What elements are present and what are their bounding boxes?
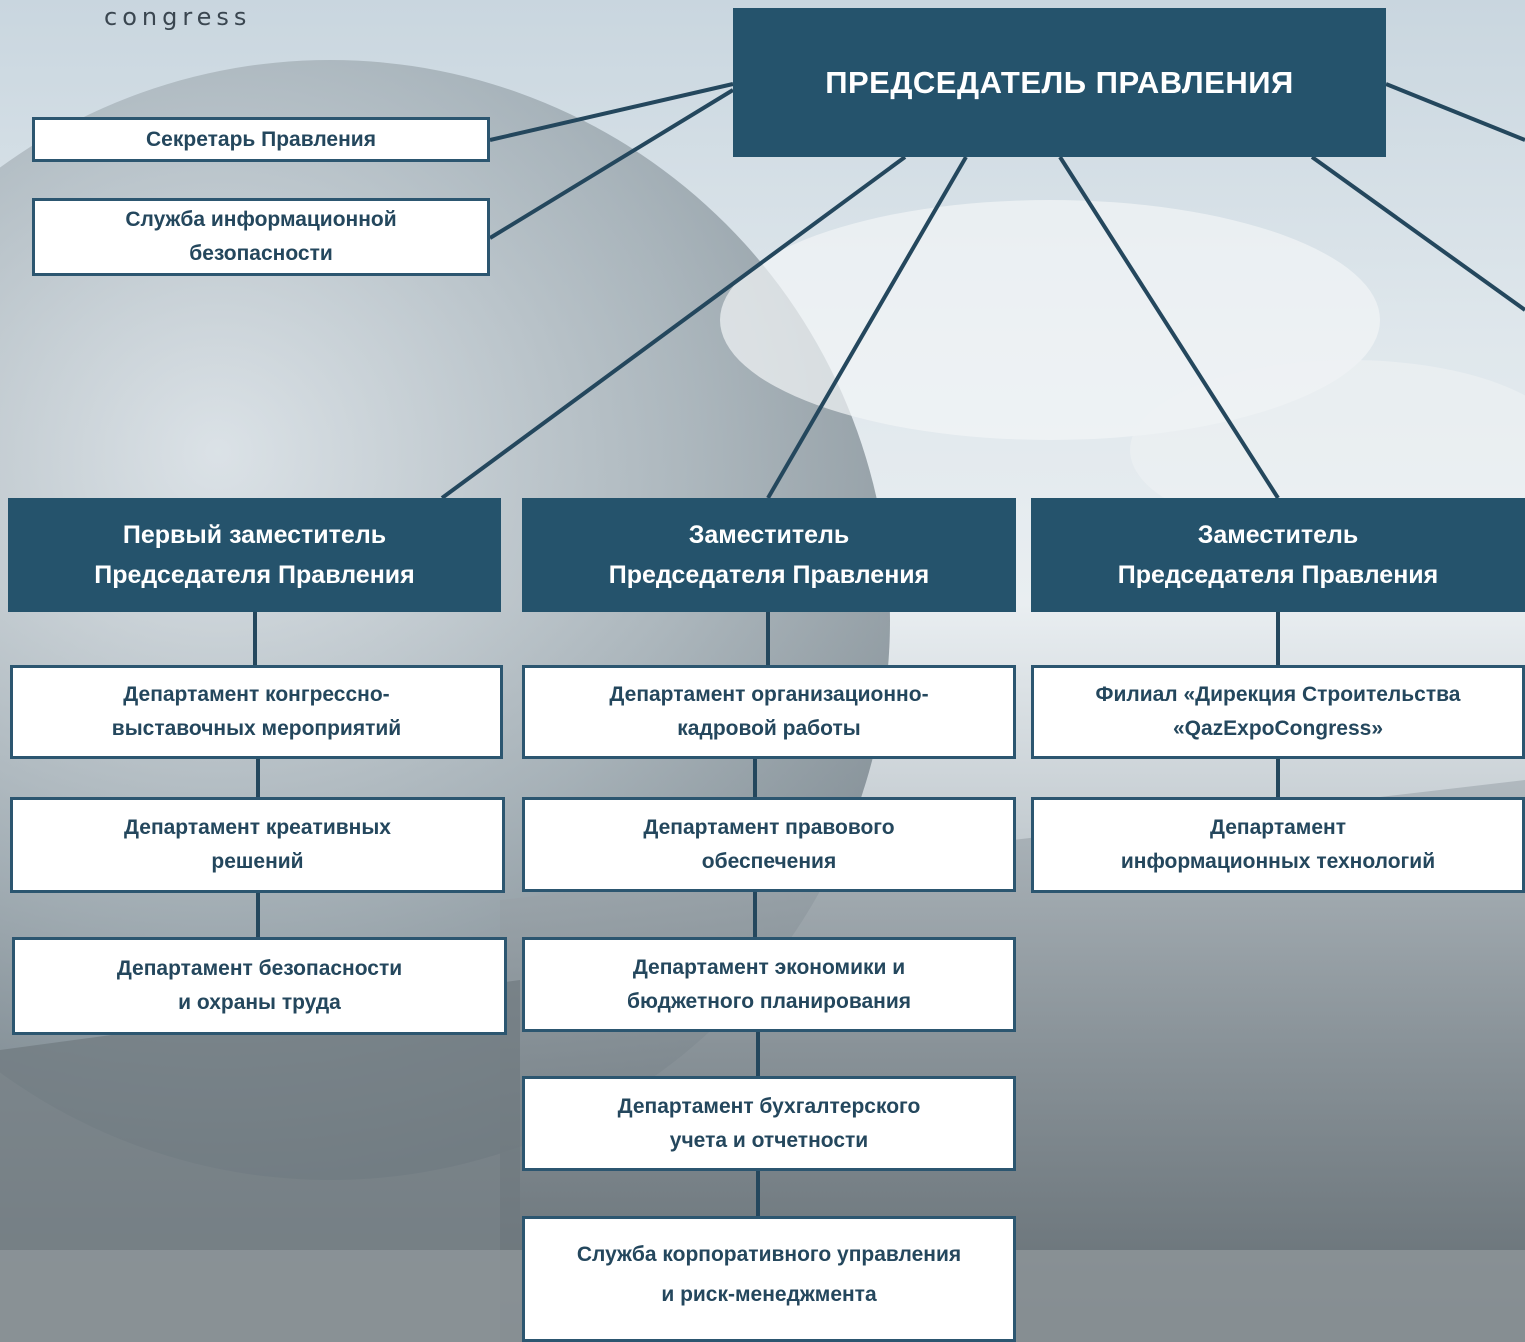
connector-line [489,82,734,142]
dept-creative-solutions: Департамент креативных решений [10,797,505,893]
dept-label-line1: Департамент конгрессно- [123,683,390,706]
dept-economics-budget: Департамент экономики и бюджетного плани… [522,937,1016,1032]
connector-line [1058,155,1280,500]
connector-line [1310,155,1525,312]
branch-construction-directorate: Филиал «Дирекция Строительства «QazExpoC… [1031,665,1525,759]
deputy-3-line1: Заместитель [1197,521,1359,549]
dept-label-line2: информационных технологий [1120,850,1436,873]
connector-line [1385,82,1525,142]
deputy-3-line2: Председателя Правления [1117,561,1439,589]
dept-label-line1: Департамент [1210,816,1346,839]
deputy-2-line1: Заместитель [688,521,850,549]
infosec-service-box: Служба информационной безопасности [32,198,490,276]
first-deputy-line1: Первый заместитель [122,521,387,549]
connector-line [440,155,907,500]
logo-text: congress [104,3,252,31]
dept-label-line1: Департамент организационно- [609,683,929,706]
dept-congress-exhibition: Департамент конгрессно- выставочных меро… [10,665,503,759]
chairman-box: ПРЕДСЕДАТЕЛЬ ПРАВЛЕНИЯ [733,8,1386,157]
dept-label-line2: выставочных мероприятий [111,717,402,740]
infosec-label-line1: Служба информационной [125,208,397,231]
dept-label-line1: Департамент бухгалтерского [617,1094,921,1118]
dept-accounting: Департамент бухгалтерского учета и отчет… [522,1076,1016,1171]
dept-information-technology: Департамент информационных технологий [1031,797,1525,893]
deputy-box-2: Заместитель Председателя Правления [522,498,1016,612]
secretary-box: Секретарь Правления [32,117,490,162]
deputy-box-3: Заместитель Председателя Правления [1031,498,1525,612]
dept-label-line1: Департамент правового [643,815,895,839]
dept-organizational-hr: Департамент организационно- кадровой раб… [522,665,1016,759]
service-corporate-governance: Служба корпоративного управления и риск-… [522,1216,1016,1342]
chairman-title: ПРЕДСЕДАТЕЛЬ ПРАВЛЕНИЯ [825,64,1294,100]
dept-label-line2: решений [211,850,304,873]
dept-label-line1: Департамент креативных [124,816,391,839]
secretary-label: Секретарь Правления [146,127,376,151]
dept-safety-labor: Департамент безопасности и охраны труда [12,937,507,1035]
first-deputy-box: Первый заместитель Председателя Правлени… [8,498,501,612]
connector-line [766,155,968,500]
dept-label-line2: учета и отчетности [669,1128,869,1152]
dept-label-line1: Департамент безопасности [116,957,403,980]
first-deputy-line2: Председателя Правления [94,561,415,589]
dept-label-line2: «QazExpoCongress» [1172,717,1384,740]
dept-label-line2: кадровой работы [677,717,861,740]
dept-legal: Департамент правового обеспечения [522,797,1016,892]
dept-label-line2: обеспечения [701,849,837,873]
connector-line [488,88,735,240]
dept-label-line2: и охраны труда [178,991,341,1014]
dept-label-line1: Служба корпоративного управления [576,1243,962,1266]
deputy-2-line2: Председателя Правления [608,561,930,589]
dept-label-line2: и риск-менеджмента [661,1283,877,1306]
dept-label-line2: бюджетного планирования [626,989,911,1013]
dept-label-line1: Департамент экономики и [632,955,906,979]
infosec-label-line2: безопасности [189,242,333,265]
dept-label-line1: Филиал «Дирекция Строительства [1095,683,1461,706]
